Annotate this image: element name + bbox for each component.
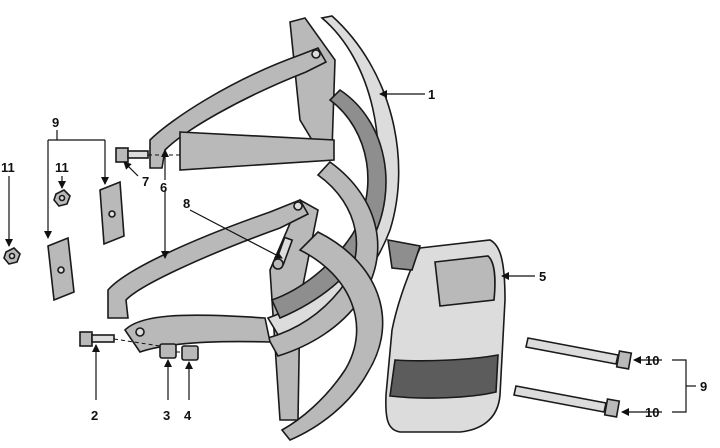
callout-2: 2: [91, 408, 98, 423]
bolt-2: [79, 331, 115, 347]
rubber-pad-upper: [99, 180, 125, 246]
callout-7: 7: [142, 174, 149, 189]
long-bolt-lower: [513, 385, 621, 418]
nut-3: [159, 343, 177, 359]
callout-11-left: 11: [1, 160, 15, 175]
callout-9-left: 9: [52, 115, 59, 130]
callout-10-lower: 10: [645, 405, 659, 420]
callout-5: 5: [539, 269, 546, 284]
rubber-pad-lower: [47, 236, 75, 302]
callout-3: 3: [163, 408, 170, 423]
callout-10-upper: 10: [645, 353, 659, 368]
grille-guard-assembly: [107, 15, 400, 441]
callout-4: 4: [184, 408, 192, 423]
callout-9-right: 9: [700, 379, 707, 394]
bolt-7: [115, 147, 149, 163]
callout-11-right: 11: [55, 160, 69, 175]
leader-lines: [5, 90, 696, 416]
callout-1: 1: [428, 87, 435, 102]
callout-labels: 1 2 3 4 5 6 7 8 9 9 10 10 11 11: [1, 87, 707, 423]
callout-6: 6: [160, 180, 167, 195]
nut-11-right: [53, 189, 71, 207]
long-bolt-upper: [525, 337, 633, 370]
callout-8: 8: [183, 196, 190, 211]
bumper-block: [385, 239, 506, 433]
nut-11-left: [3, 247, 21, 265]
nut-4: [181, 345, 199, 361]
